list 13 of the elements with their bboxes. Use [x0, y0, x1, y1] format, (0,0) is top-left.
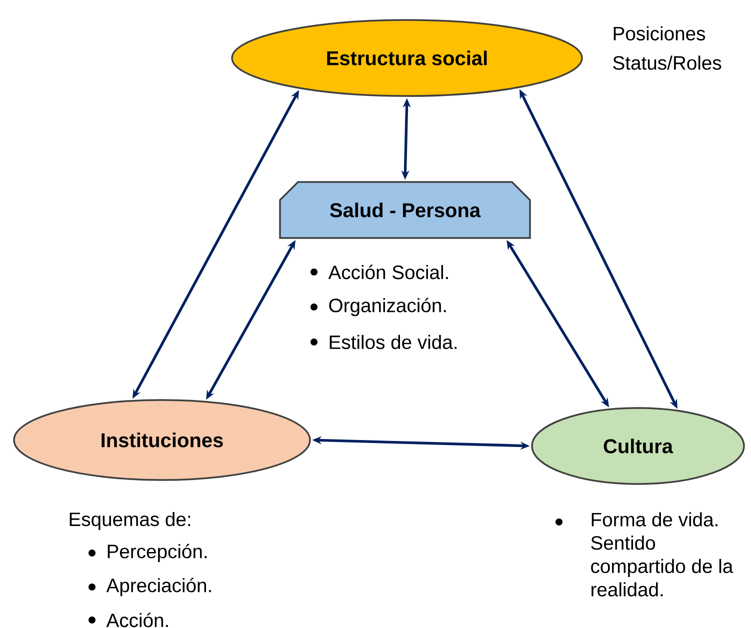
note-text: Acción. — [106, 612, 168, 628]
note-text: Organización. — [329, 298, 446, 316]
note-text: Posiciones Status/Roles — [613, 26, 722, 70]
ellipse-node: Cultura — [531, 407, 745, 485]
note-text: Esquemas de: — [70, 512, 190, 530]
ellipse-node: Estructura social — [231, 19, 583, 97]
note-text: Acción Social. — [328, 264, 448, 280]
ellipse-node: Instituciones — [13, 399, 311, 481]
note-text: Estilos de vida. — [330, 334, 456, 350]
note-text: Forma de vida. Sentido compartido de la realidad. — [591, 512, 734, 596]
process-box: Salud - Persona — [279, 181, 531, 239]
note-text: Apreciación. — [106, 578, 211, 596]
note-text: Percepción. — [108, 544, 207, 562]
